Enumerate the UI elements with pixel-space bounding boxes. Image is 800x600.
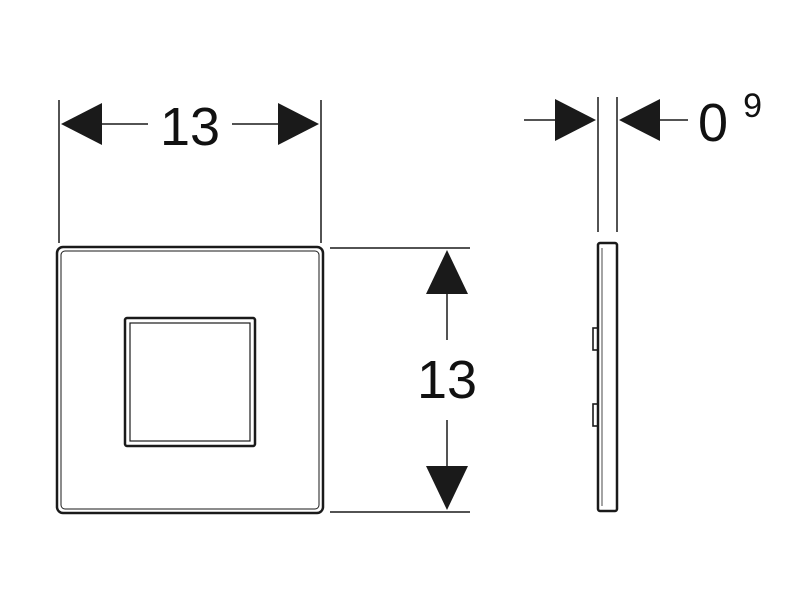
thickness-label-main: 0 <box>698 93 728 153</box>
height-label: 13 <box>417 350 477 410</box>
height-dimension: 13 <box>330 247 477 513</box>
side-clip-top <box>592 327 599 351</box>
thickness-dimension: 0 9 <box>524 87 762 232</box>
plate-outline-outer <box>55 245 325 515</box>
side-view <box>592 241 619 513</box>
width-arrow-right <box>278 103 319 145</box>
side-clip-bottom <box>592 403 599 427</box>
thickness-arrow-right <box>619 99 660 141</box>
thickness-label: 0 9 <box>698 87 762 153</box>
side-profile-outline <box>596 241 619 513</box>
width-arrow-left <box>61 103 102 145</box>
thickness-label-superscript: 9 <box>743 87 762 125</box>
front-view <box>55 245 325 515</box>
width-dimension: 13 <box>58 97 322 243</box>
thickness-arrow-left <box>555 99 596 141</box>
plate-outline-inner <box>60 250 320 510</box>
button-outline-inner <box>129 322 251 442</box>
height-arrow-top <box>426 250 468 294</box>
button-outline-outer <box>123 316 257 448</box>
height-arrow-bottom <box>426 466 468 510</box>
width-label: 13 <box>160 97 220 157</box>
